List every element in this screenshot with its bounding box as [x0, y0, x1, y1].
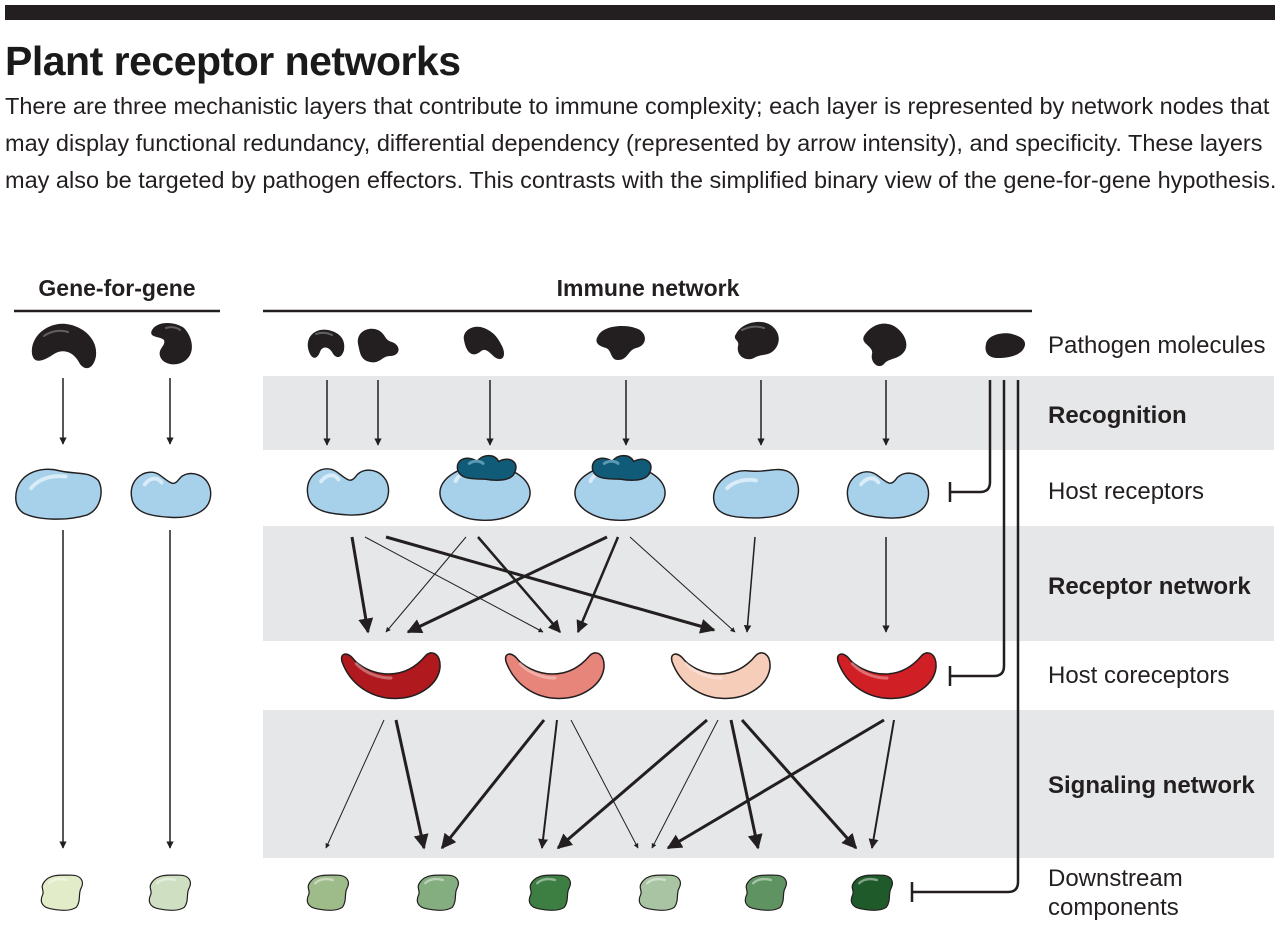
downstream-net-3: [527, 873, 572, 912]
pathogen-highlights: [43, 325, 765, 337]
pathogen-net-1a: [307, 329, 345, 358]
downstream-net-5: [743, 873, 788, 912]
inhibit-host-receptors: [950, 380, 992, 494]
pathogen-gfg-2: [151, 323, 192, 365]
recognition-arrows: [323, 380, 890, 446]
pathogen-molecules: [31, 321, 1026, 369]
pathogen-net-1b: [357, 328, 399, 363]
downstream-gfg-1: [39, 873, 84, 912]
receptor-net-1: [307, 469, 388, 515]
receptor-network-arrows: [350, 535, 890, 634]
label-host-coreceptors: Host coreceptors: [1048, 662, 1229, 689]
receptor-network-diagram: Gene-for-gene Immune network Pathogen mo…: [13, 275, 1274, 921]
figure-caption: There are three mechanistic layers that …: [5, 93, 1277, 193]
band-signaling-network: [263, 710, 1274, 858]
label-signaling-network: Signaling network: [1048, 772, 1255, 799]
signaling-network-arrows: [325, 718, 895, 850]
label-host-receptors: Host receptors: [1048, 478, 1204, 505]
pathogen-gfg-1: [31, 323, 97, 369]
panel-header-gene-for-gene: Gene-for-gene: [38, 275, 195, 301]
pathogen-effector: [985, 333, 1026, 358]
receptor-net-2-bound: [440, 456, 530, 521]
receptor-gfg-2: [129, 470, 213, 520]
inhibit-downstream: [912, 380, 1020, 894]
panel-header-immune-network: Immune network: [557, 275, 740, 301]
downstream-net-4: [637, 873, 682, 912]
label-downstream-line2: components: [1048, 894, 1179, 921]
band-recognition: [263, 376, 1274, 450]
top-rule: [5, 5, 1275, 20]
host-receptors: [13, 456, 931, 522]
gene-for-gene-arrows: [59, 378, 174, 849]
layer-bands: [263, 376, 1274, 858]
inhibit-host-coreceptors: [950, 380, 1006, 678]
downstream-net-2: [415, 873, 460, 912]
label-downstream-line1: Downstream: [1048, 865, 1183, 892]
receptor-gfg-1: [13, 467, 104, 522]
coreceptor-2: [504, 651, 606, 701]
coreceptor-1: [340, 651, 442, 701]
pathogen-net-5: [863, 323, 907, 367]
downstream-net-6: [849, 873, 894, 912]
downstream-net-1: [305, 873, 350, 912]
receptor-net-5: [845, 469, 931, 521]
label-receptor-network: Receptor network: [1048, 573, 1251, 600]
figure-title: Plant receptor networks: [5, 38, 461, 84]
effector-inhibition-lines: [910, 380, 1020, 902]
pathogen-net-2: [463, 326, 504, 360]
receptor-net-4: [711, 467, 801, 520]
downstream-gfg-2: [147, 873, 192, 912]
coreceptor-3: [670, 651, 772, 701]
coreceptor-4: [836, 651, 938, 701]
label-recognition: Recognition: [1048, 402, 1187, 429]
label-pathogen-molecules: Pathogen molecules: [1048, 332, 1265, 359]
pathogen-net-3: [596, 326, 645, 360]
host-coreceptors: [340, 651, 938, 701]
pathogen-net-4: [734, 321, 779, 360]
downstream-components: [39, 873, 894, 912]
receptor-net-3-bound: [575, 456, 665, 521]
